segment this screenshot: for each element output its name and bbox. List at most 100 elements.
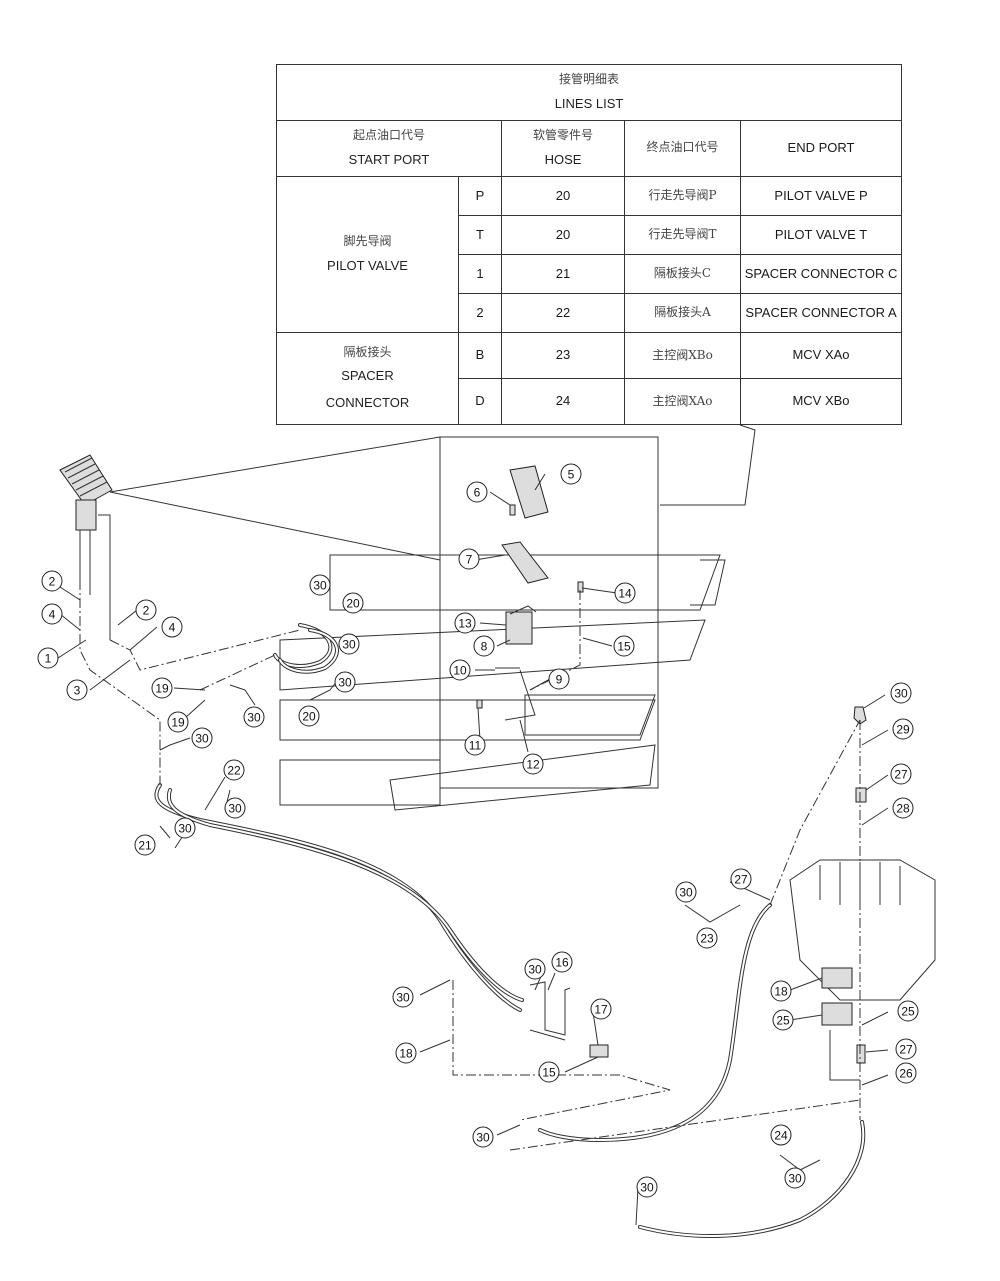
callout-26: 26 bbox=[895, 1062, 917, 1084]
callout-circle bbox=[675, 881, 697, 903]
callout-circle bbox=[334, 671, 356, 693]
header-start-port-en: START PORT bbox=[348, 151, 430, 167]
callout-circle bbox=[454, 612, 476, 634]
table-row: 隔板接头 SPACER CONNECTOR B 23 主控阀XBo MCV XA… bbox=[276, 332, 903, 425]
callout-30: 30 bbox=[174, 817, 196, 839]
callout-label: 30 bbox=[228, 802, 242, 816]
callout-3: 3 bbox=[66, 679, 88, 701]
callout-25: 25 bbox=[772, 1009, 794, 1031]
callout-label: 4 bbox=[49, 608, 56, 622]
callout-circle bbox=[590, 998, 612, 1020]
callout-label: 11 bbox=[469, 739, 482, 753]
callout-label: 20 bbox=[302, 710, 316, 724]
callout-30: 30 bbox=[243, 706, 265, 728]
callout-23: 23 bbox=[696, 927, 718, 949]
callout-circle bbox=[770, 980, 792, 1002]
callout-circle bbox=[522, 753, 544, 775]
callout-17: 17 bbox=[590, 998, 612, 1020]
callout-25: 25 bbox=[897, 1000, 919, 1022]
callout-15: 15 bbox=[613, 635, 635, 657]
callout-label: 7 bbox=[466, 553, 473, 567]
callout-30: 30 bbox=[334, 671, 356, 693]
pedal-detail bbox=[476, 465, 584, 721]
callout-16: 16 bbox=[551, 951, 573, 973]
header-hose-en: HOSE bbox=[544, 151, 582, 167]
callout-circle bbox=[243, 706, 265, 728]
callout-circle bbox=[892, 797, 914, 819]
callout-label: 30 bbox=[178, 822, 192, 836]
end-port-cn-cell: 行走先导阀P bbox=[624, 176, 741, 216]
callout-circle bbox=[338, 633, 360, 655]
callout-11: 11 bbox=[464, 734, 486, 756]
callout-circle bbox=[161, 616, 183, 638]
callout-label: 30 bbox=[247, 711, 261, 725]
callout-circle bbox=[890, 763, 912, 785]
routing-lines bbox=[79, 580, 861, 1151]
callout-18: 18 bbox=[395, 1042, 417, 1064]
callout-label: 20 bbox=[346, 597, 360, 611]
callout-30: 30 bbox=[392, 986, 414, 1008]
callout-label: 6 bbox=[474, 486, 481, 500]
port-cell: T bbox=[458, 215, 502, 255]
end-port-cn-cell: 隔板接头A bbox=[624, 293, 741, 333]
callout-2: 2 bbox=[41, 570, 63, 592]
callout-label: 2 bbox=[143, 604, 150, 618]
callout-4: 4 bbox=[161, 616, 183, 638]
callout-circle bbox=[41, 603, 63, 625]
callout-label: 3 bbox=[74, 684, 81, 698]
callout-30: 30 bbox=[338, 633, 360, 655]
callout-circle bbox=[449, 659, 471, 681]
hoses bbox=[154, 623, 866, 1239]
callout-label: 17 bbox=[594, 1003, 608, 1017]
callout-circle bbox=[614, 582, 636, 604]
callout-circle bbox=[551, 951, 573, 973]
callout-circle bbox=[772, 1009, 794, 1031]
callout-label: 9 bbox=[556, 673, 563, 687]
callout-circle bbox=[191, 727, 213, 749]
detail-frame bbox=[109, 424, 756, 811]
main-control-valve bbox=[789, 706, 936, 1081]
callout-label: 16 bbox=[555, 956, 569, 970]
callout-label: 24 bbox=[774, 1129, 788, 1143]
callout-27: 27 bbox=[895, 1038, 917, 1060]
callout-label: 19 bbox=[171, 716, 185, 730]
callout-circle bbox=[770, 1124, 792, 1146]
table-title-en: LINES LIST bbox=[554, 95, 624, 111]
callout-label: 2 bbox=[49, 575, 56, 589]
callout-circle bbox=[472, 1126, 494, 1148]
table-title: 接管明细表 LINES LIST bbox=[275, 64, 903, 121]
group-pilot-valve: 脚先导阀 PILOT VALVE bbox=[276, 176, 459, 333]
callout-label: 4 bbox=[169, 621, 176, 635]
callout-20: 20 bbox=[298, 705, 320, 727]
callout-circle bbox=[223, 759, 245, 781]
callout-label: 23 bbox=[700, 932, 714, 946]
port-cell: P bbox=[458, 176, 502, 216]
callout-label: 25 bbox=[776, 1014, 790, 1028]
callout-label: 30 bbox=[679, 886, 693, 900]
end-port-en-cell: MCV XAo bbox=[739, 332, 903, 379]
group-name-en: PILOT VALVE bbox=[327, 257, 408, 273]
callout-label: 30 bbox=[640, 1181, 654, 1195]
bracket bbox=[529, 981, 609, 1058]
table-row: 1 21 隔板接头C SPACER CONNECTOR C bbox=[277, 254, 903, 294]
end-port-cn-cell: 隔板接头C bbox=[624, 254, 741, 294]
callout-circle bbox=[548, 668, 570, 690]
callout-circle bbox=[473, 635, 495, 657]
hose-cell: 24 bbox=[501, 378, 625, 425]
callout-label: 15 bbox=[617, 640, 631, 654]
header-start-port-cn: 起点油口代号 bbox=[352, 128, 425, 143]
header-hose-cn: 软管零件号 bbox=[532, 128, 593, 143]
callout-circle bbox=[174, 817, 196, 839]
callout-label: 18 bbox=[399, 1047, 413, 1061]
callout-24: 24 bbox=[770, 1124, 792, 1146]
callout-9: 9 bbox=[548, 668, 570, 690]
leader-lines bbox=[57, 473, 889, 1226]
callout-8: 8 bbox=[473, 635, 495, 657]
end-port-en-cell: SPACER CONNECTOR A bbox=[739, 293, 903, 333]
callout-label: 28 bbox=[896, 802, 910, 816]
callout-30: 30 bbox=[784, 1167, 806, 1189]
end-port-cn-cell: 主控阀XAo bbox=[624, 378, 741, 425]
callout-15: 15 bbox=[538, 1061, 560, 1083]
group-name-cn: 隔板接头 bbox=[343, 344, 392, 359]
group-name-cn: 脚先导阀 bbox=[343, 234, 392, 249]
